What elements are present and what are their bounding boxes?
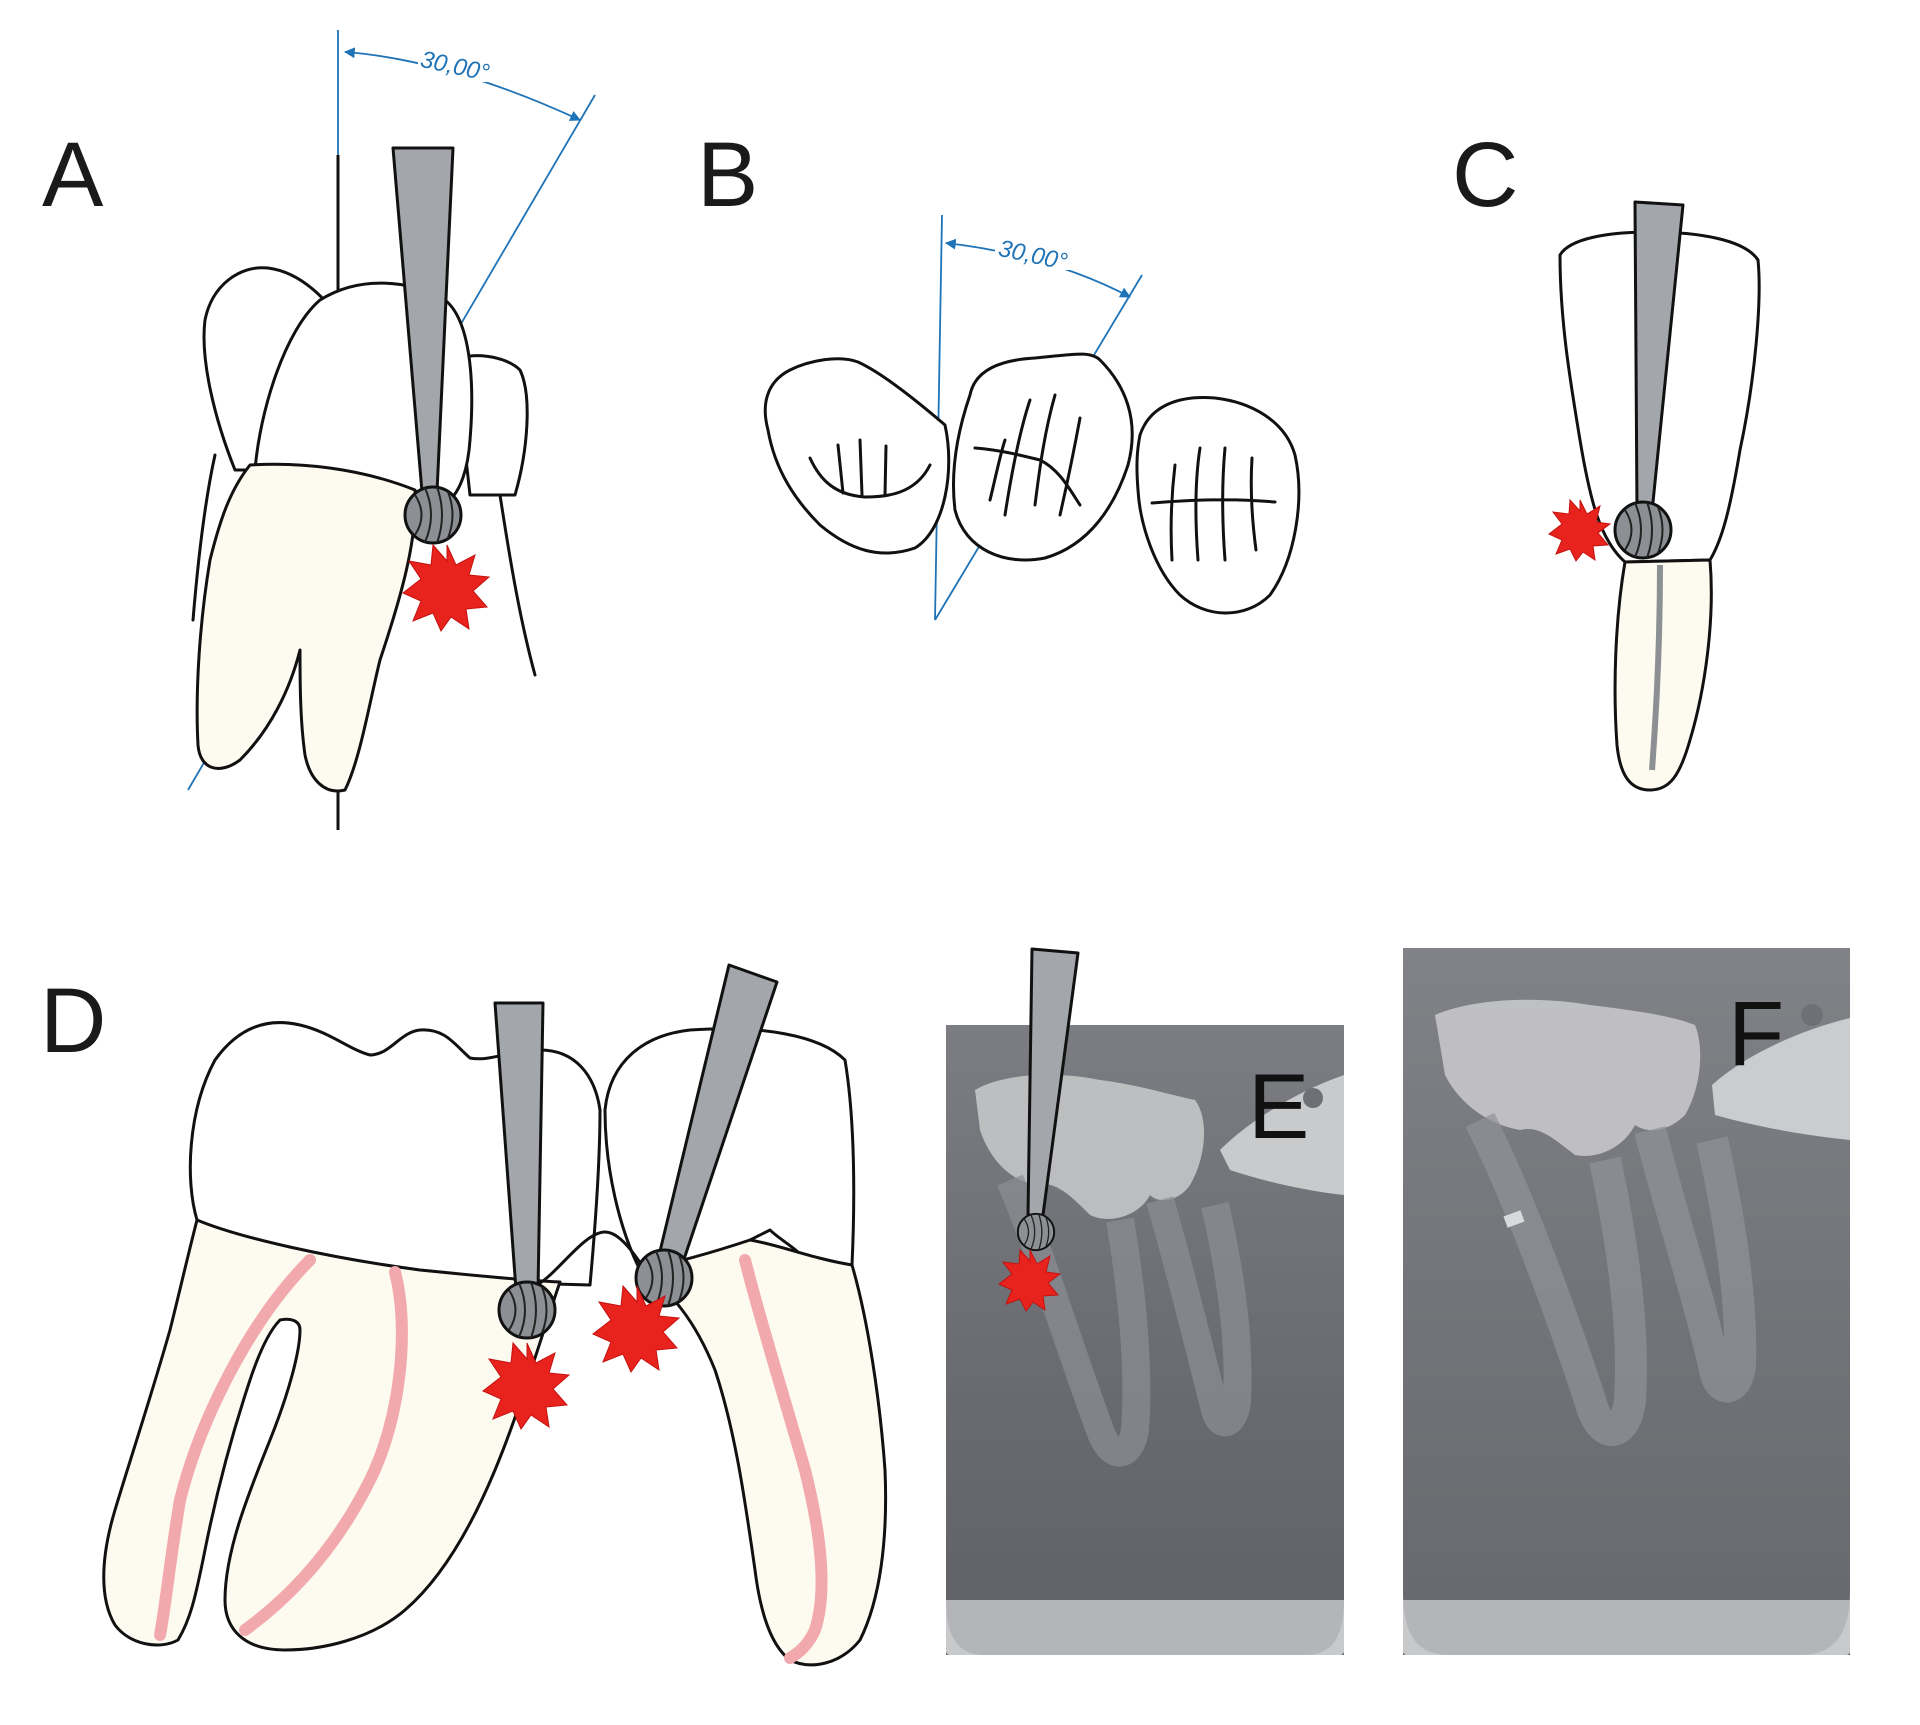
- panel-d-letter: D: [40, 970, 106, 1072]
- panel-c-letter: C: [1452, 124, 1518, 226]
- panel-b-left-fissures: [808, 438, 932, 499]
- panel-e: E: [946, 947, 1344, 1655]
- panel-b-right-occlusal: [1135, 395, 1301, 615]
- panel-f-roots: [1465, 1112, 1757, 1446]
- panel-e-bur-head: [1016, 1212, 1056, 1252]
- panel-f: F: [1403, 948, 1850, 1655]
- panel-f-crown-opacity: [1435, 999, 1701, 1156]
- panel-c-canal: [1649, 564, 1663, 771]
- panel-d: D: [40, 963, 888, 1667]
- panel-b-letter: B: [697, 124, 758, 226]
- panel-c: C: [1452, 124, 1761, 792]
- panel-a-spark: [402, 544, 490, 632]
- panel-a: A 30,00°: [42, 30, 596, 830]
- panel-f-metal-marker: [1712, 1018, 1850, 1140]
- panel-a-distal-root: [191, 453, 217, 622]
- panel-a-bur-head: [403, 485, 463, 545]
- panel-e-letter: E: [1248, 1056, 1309, 1158]
- panel-a-letter: A: [42, 124, 104, 226]
- panel-f-letter: F: [1728, 983, 1784, 1085]
- panel-c-bur-head: [1613, 500, 1673, 560]
- panel-d-molar-canal-mesial: [154, 1254, 316, 1641]
- panel-d-bur-1-head: [497, 1280, 557, 1340]
- panel-d-molar-canal-distal: [239, 1266, 408, 1636]
- panel-b: B 30,00°: [697, 124, 1301, 621]
- panel-a-main-root: [195, 462, 417, 793]
- panel-b-middle-fissures: [973, 393, 1082, 517]
- panel-c-root: [1613, 558, 1713, 792]
- panel-d-interdental-bone: [538, 1230, 647, 1285]
- panel-b-right-fissures: [1150, 446, 1277, 562]
- panel-b-left-occlusal: [763, 357, 951, 555]
- panel-d-premolar-canal: [739, 1254, 828, 1664]
- panel-b-vertical-guide: [934, 214, 943, 621]
- panel-a-adjacent-root: [498, 493, 537, 677]
